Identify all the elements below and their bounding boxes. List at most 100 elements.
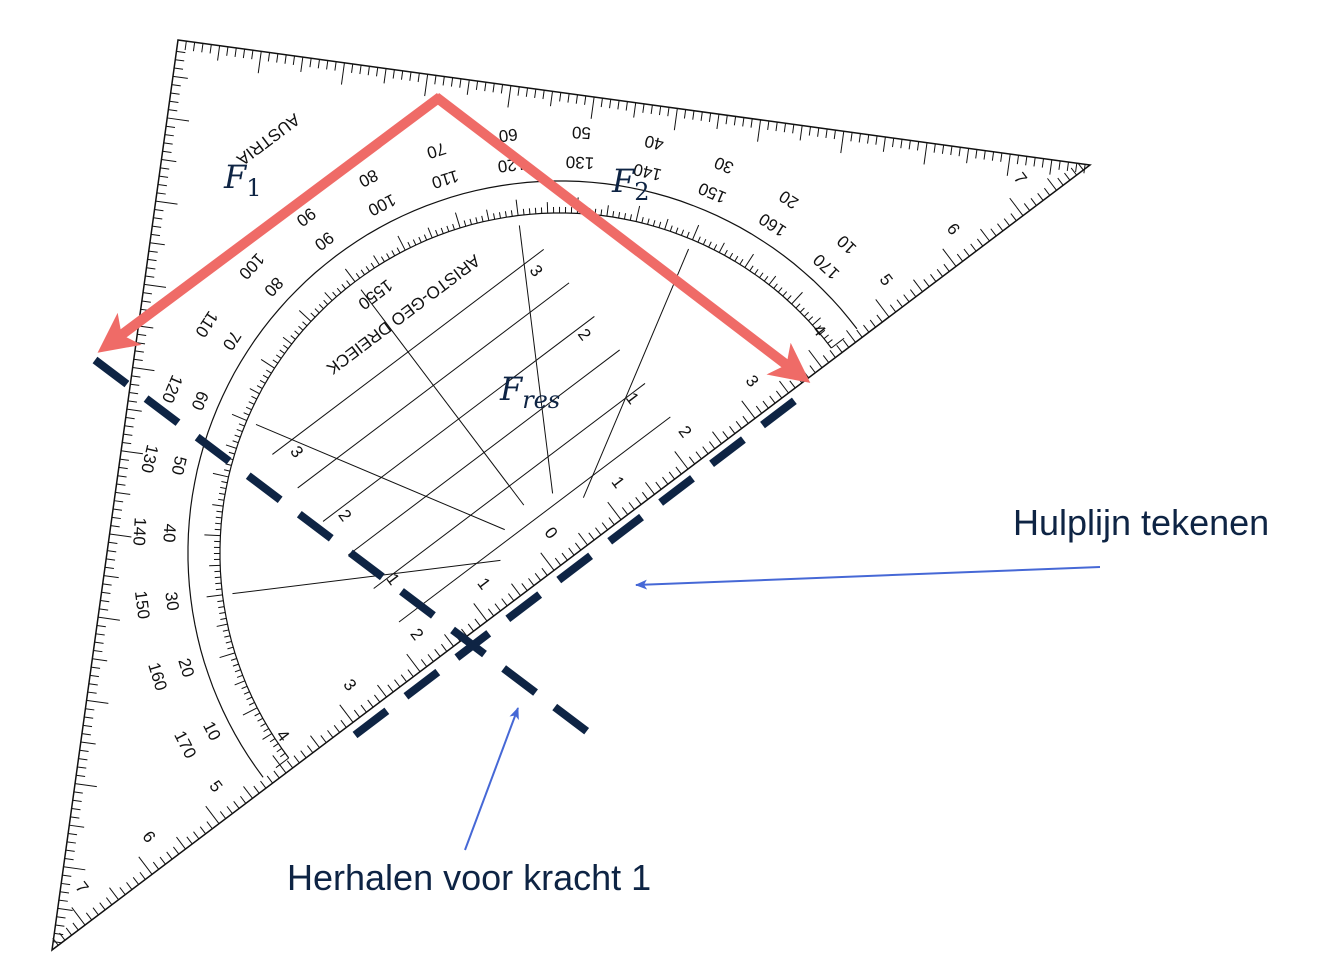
guide-line — [348, 349, 620, 556]
ruler-tick — [118, 466, 128, 470]
ruler-tick — [217, 45, 221, 61]
protractor-tick — [290, 335, 296, 340]
force-arrow-f1 — [97, 92, 443, 353]
ruler-tick — [708, 112, 712, 122]
ruler-tick — [141, 300, 151, 303]
ruler-tick — [155, 200, 178, 205]
ruler-tick — [376, 67, 379, 77]
ruler-tick — [92, 907, 99, 916]
ruler-tick — [53, 941, 63, 944]
ruler-tick — [1037, 192, 1044, 201]
protractor-tick — [263, 728, 269, 733]
protractor-tick — [463, 220, 467, 227]
ruler-tick — [808, 349, 823, 368]
ruler-tick — [65, 849, 75, 852]
ruler-tick — [633, 102, 637, 118]
ruler-tick — [903, 294, 910, 303]
ruler-tick — [242, 49, 246, 59]
protractor-tick — [697, 236, 701, 243]
protractor-tick — [225, 640, 232, 644]
protractor-tick — [259, 379, 266, 384]
ruler-tick — [817, 127, 820, 137]
ruler-tick — [540, 552, 555, 571]
ruler-tick — [317, 59, 320, 69]
protractor-tick — [219, 652, 236, 659]
protractor-tick — [763, 276, 769, 282]
protractor-tick — [803, 311, 809, 317]
protractor-tick — [248, 401, 255, 405]
ruler-tick — [359, 65, 362, 75]
protractor-tick — [344, 268, 356, 282]
ruler-tick — [1010, 213, 1017, 222]
ruler-tick — [293, 755, 300, 764]
ruler-tick — [284, 54, 287, 64]
ruler-tick — [300, 750, 307, 759]
ruler-tick — [1075, 163, 1078, 173]
protractor-tick — [629, 214, 632, 221]
ruler-tick — [434, 649, 441, 657]
protractor-tick — [397, 235, 406, 251]
ruler-tick — [473, 603, 488, 622]
ruler-tick — [127, 400, 138, 403]
ruler-tick — [78, 758, 88, 761]
ruler-tick — [171, 84, 181, 87]
protractor-tick — [777, 287, 783, 293]
ruler-tick — [170, 92, 180, 95]
ruler-tick — [1023, 203, 1031, 211]
ruler-tick — [156, 192, 166, 195]
ruler-tick — [94, 641, 104, 644]
ruler-tick — [923, 279, 930, 287]
ruler-tick — [88, 683, 98, 686]
ruler-tick — [59, 891, 70, 894]
protractor-tick — [212, 504, 224, 507]
ruler-tick — [896, 299, 903, 308]
protractor-tick — [407, 241, 411, 248]
ruler-tick — [836, 344, 843, 353]
ruler-tick — [292, 55, 296, 65]
ruler-tick — [68, 833, 78, 836]
protractor-tick — [664, 218, 669, 230]
ruler-tick — [549, 91, 553, 107]
ruler-tick — [420, 659, 428, 667]
ruler-tick — [487, 608, 495, 617]
ruler-tick — [775, 390, 783, 399]
ruler-tick — [534, 88, 537, 99]
protractor-inner-label: 130 — [565, 152, 594, 172]
ruler-tick — [119, 458, 129, 461]
set-square-outline — [51, 39, 1092, 952]
ruler-tick — [309, 58, 312, 68]
protractor-tick — [341, 284, 347, 290]
ruler-tick — [444, 634, 454, 647]
ruler-tick — [858, 133, 861, 143]
protractor-tick — [486, 209, 490, 221]
protractor-tick — [282, 336, 293, 345]
ruler-tick — [81, 733, 91, 736]
ruler-tick — [702, 446, 709, 455]
protractor-tick — [246, 696, 253, 701]
ruler-tick — [111, 516, 121, 520]
ruler-tick — [799, 125, 803, 141]
ruler-tick — [110, 525, 120, 528]
protractor-tick — [606, 205, 609, 217]
ruler-tick — [829, 350, 836, 358]
ruler-ticks — [52, 41, 1086, 946]
ruler-tick — [492, 83, 495, 93]
ruler-tick — [876, 314, 883, 323]
ruler-tick — [641, 491, 649, 500]
protractor-tick — [215, 516, 222, 519]
ruler-tick — [169, 100, 179, 104]
force-arrow-f2 — [432, 93, 811, 383]
ruler-tick — [882, 136, 886, 152]
ruler-tick — [340, 62, 345, 85]
protractor-tick — [232, 663, 239, 667]
ruler-tick — [266, 775, 274, 784]
ruler-tick — [392, 69, 395, 79]
ruler-tick — [92, 658, 108, 662]
ruler-tick — [87, 691, 97, 694]
protractor-ray — [232, 559, 501, 595]
ruler-tick — [122, 441, 132, 445]
ruler-tick — [1066, 161, 1069, 172]
protractor-tick — [243, 691, 250, 695]
ruler-tick — [494, 603, 501, 612]
ruler-tick — [1006, 153, 1011, 176]
